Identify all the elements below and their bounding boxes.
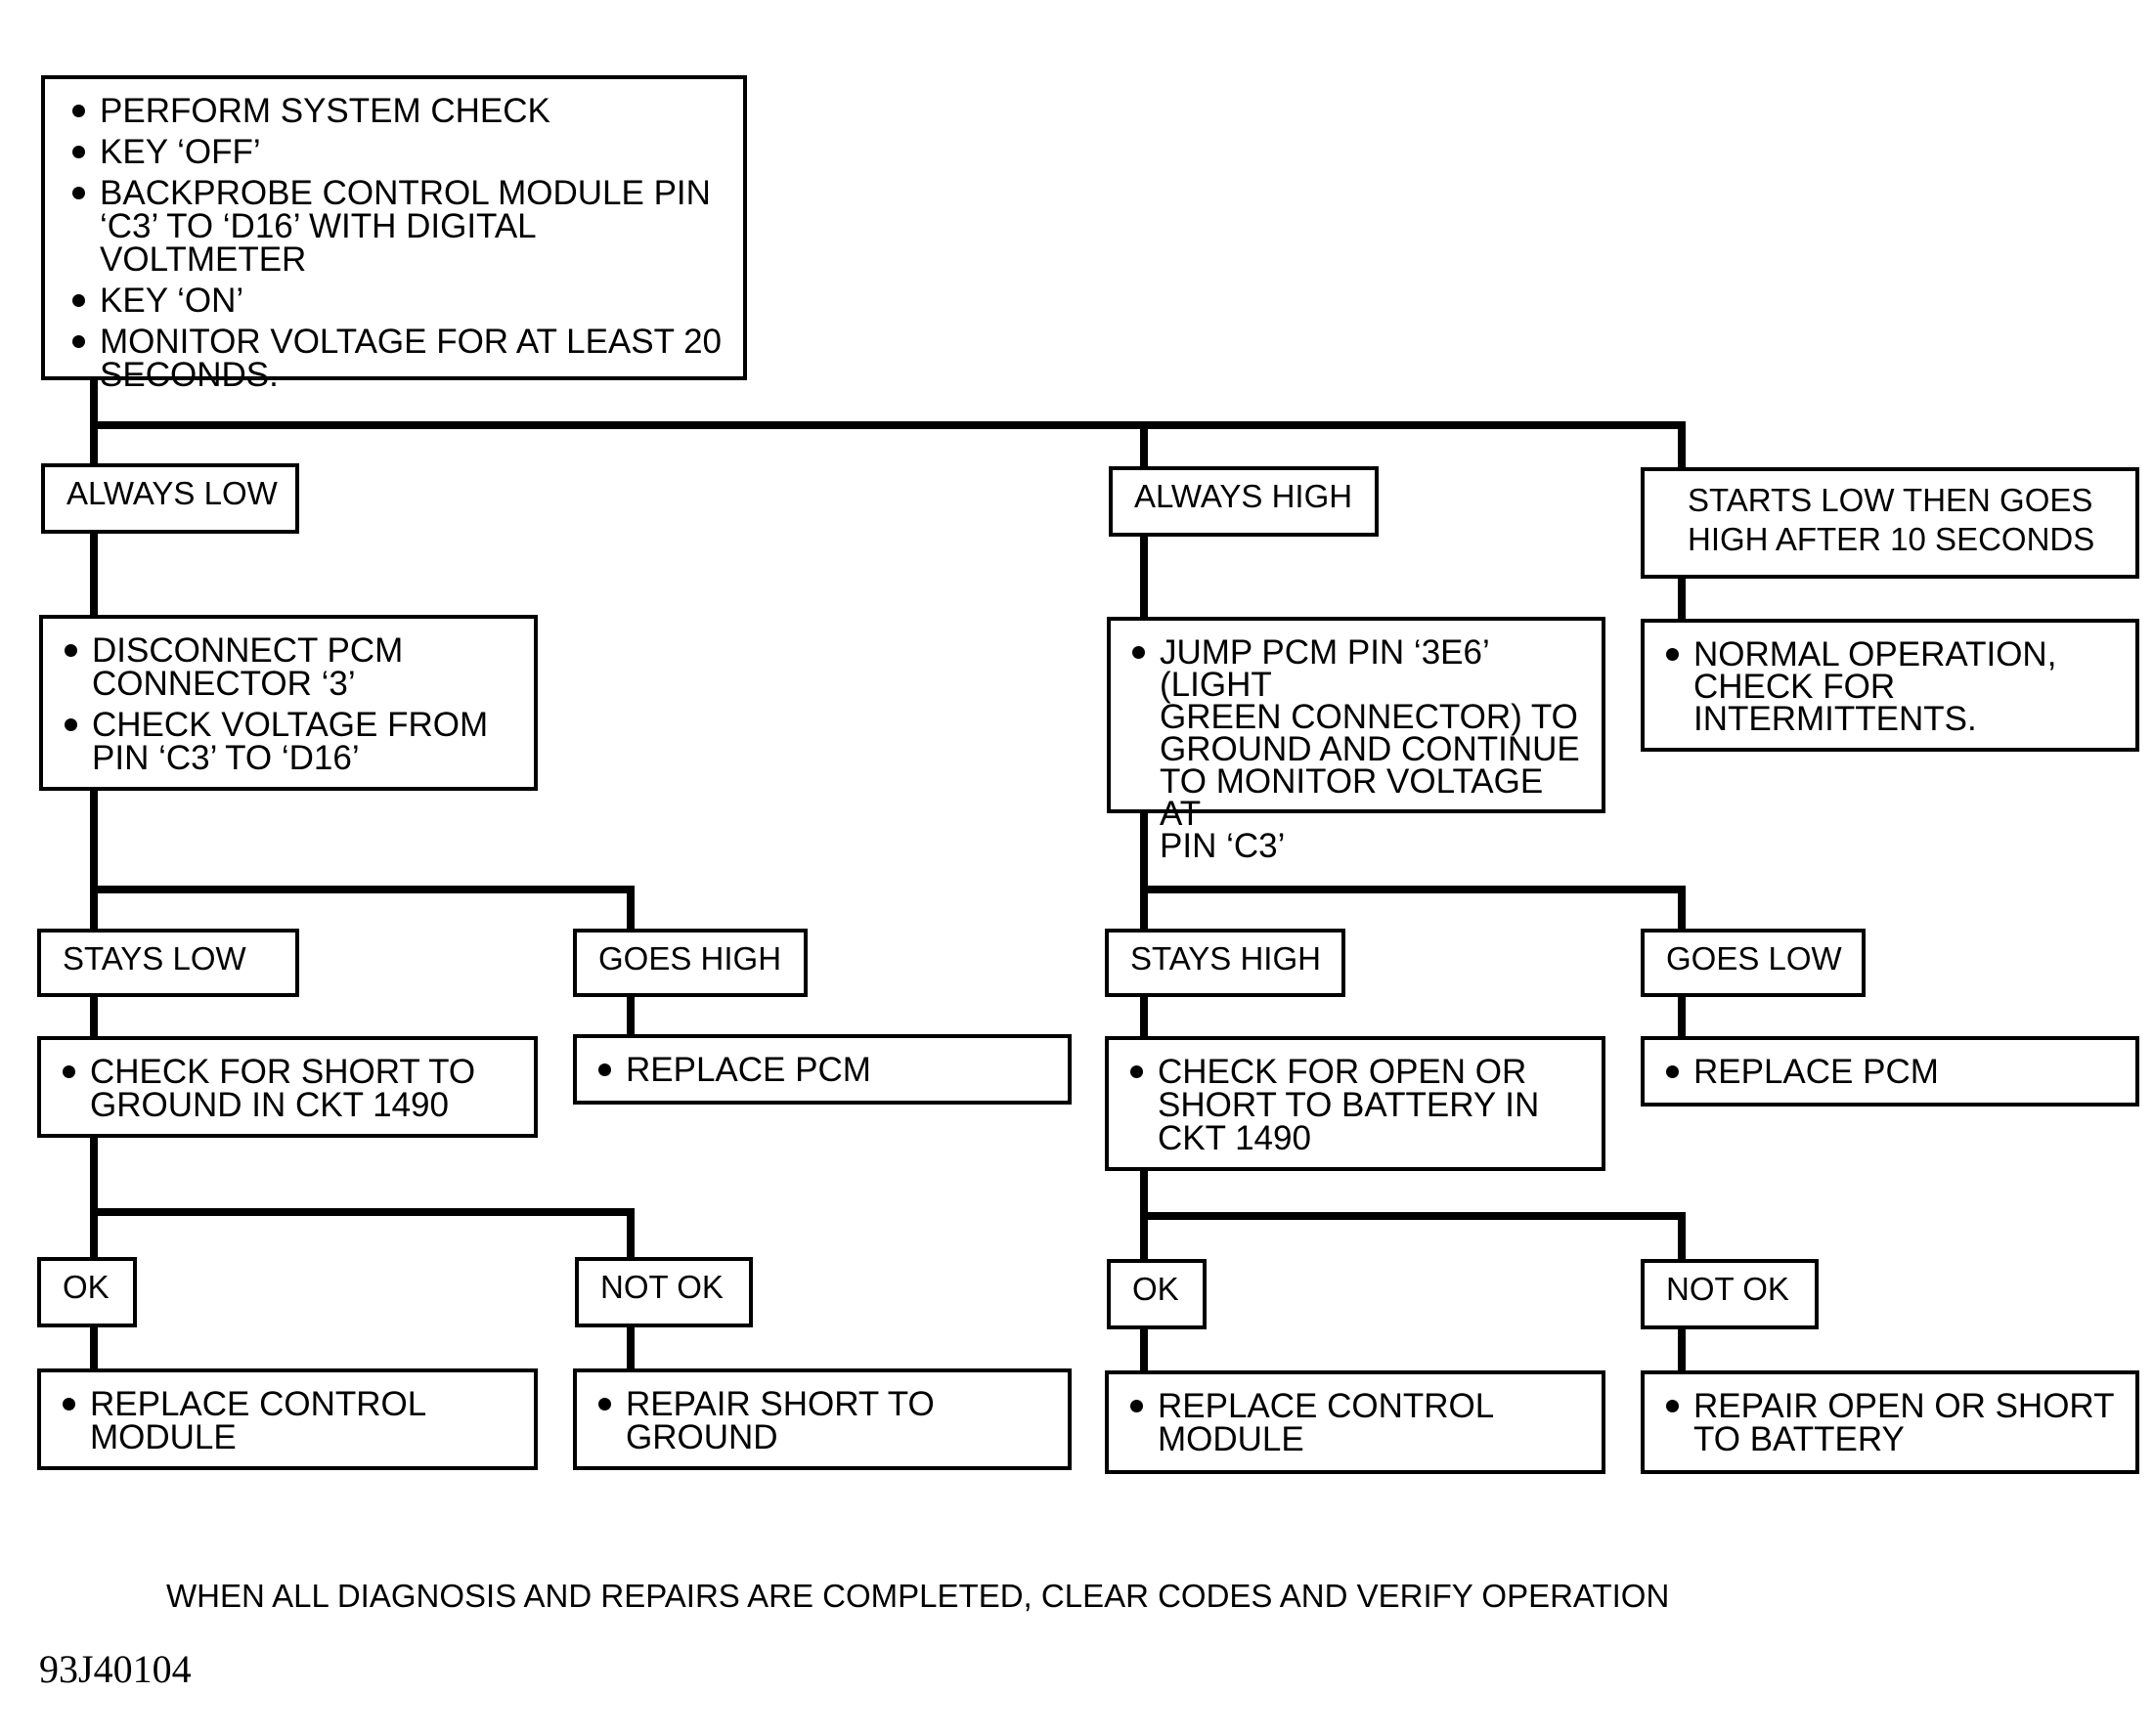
always-high-label: ALWAYS HIGH <box>1109 466 1379 537</box>
goes-low-label: GOES LOW <box>1641 929 1866 997</box>
start-bullet: KEY ‘OFF’ <box>68 135 733 169</box>
starts-low-step-box: NORMAL OPERATION, CHECK FOR INTERMITTENT… <box>1641 619 2139 752</box>
step-bullet: REPLACE CONTROL MODULE <box>59 1387 524 1454</box>
right-ok-label: OK <box>1107 1259 1207 1329</box>
right-not-ok-label: NOT OK <box>1641 1259 1819 1329</box>
step-bullet: NORMAL OPERATION, CHECK FOR INTERMITTENT… <box>1662 637 2126 736</box>
step-bullet: DISCONNECT PCM CONNECTOR ‘3’ <box>61 633 524 701</box>
right-ok-step-box: REPLACE CONTROL MODULE <box>1105 1370 1605 1474</box>
left-ok-label: OK <box>37 1257 137 1327</box>
start-box: PERFORM SYSTEM CHECK KEY ‘OFF’ BACKPROBE… <box>41 75 747 392</box>
goes-high-step-box: REPLACE PCM <box>573 1034 1072 1105</box>
step-bullet: JUMP PCM PIN ‘3E6’ (LIGHT GREEN CONNECTO… <box>1128 635 1592 863</box>
start-bullets: PERFORM SYSTEM CHECK KEY ‘OFF’ BACKPROBE… <box>68 94 733 392</box>
step-bullet: REPAIR SHORT TO GROUND <box>594 1387 1058 1454</box>
start-bullet: PERFORM SYSTEM CHECK <box>68 94 733 128</box>
step-bullet: CHECK FOR OPEN OR SHORT TO BATTERY IN CK… <box>1126 1055 1592 1155</box>
always-high-step-box: JUMP PCM PIN ‘3E6’ (LIGHT GREEN CONNECTO… <box>1107 617 1605 863</box>
step-bullet: CHECK VOLTAGE FROM PIN ‘C3’ TO ‘D16’ <box>61 708 524 775</box>
left-not-ok-step-box: REPAIR SHORT TO GROUND <box>573 1368 1072 1470</box>
start-bullet: KEY ‘ON’ <box>68 283 733 318</box>
step-bullet: REPAIR OPEN OR SHORT TO BATTERY <box>1662 1389 2126 1456</box>
step-bullet: REPLACE PCM <box>1662 1055 2126 1089</box>
start-bullet: BACKPROBE CONTROL MODULE PIN ‘C3’ TO ‘D1… <box>68 176 733 277</box>
step-bullet: REPLACE CONTROL MODULE <box>1126 1389 1592 1456</box>
left-ok-step-box: REPLACE CONTROL MODULE <box>37 1368 538 1470</box>
footnote: WHEN ALL DIAGNOSIS AND REPAIRS ARE COMPL… <box>166 1578 1670 1614</box>
start-bullet: MONITOR VOLTAGE FOR AT LEAST 20 SECONDS. <box>68 325 733 392</box>
stays-low-step-box: CHECK FOR SHORT TO GROUND IN CKT 1490 <box>37 1036 538 1138</box>
stays-high-step-box: CHECK FOR OPEN OR SHORT TO BATTERY IN CK… <box>1105 1036 1605 1171</box>
step-bullet: CHECK FOR SHORT TO GROUND IN CKT 1490 <box>59 1055 524 1122</box>
starts-low-label: STARTS LOW THEN GOES HIGH AFTER 10 SECON… <box>1641 467 2139 579</box>
stays-high-label: STAYS HIGH <box>1105 929 1345 997</box>
step-bullet: REPLACE PCM <box>594 1053 1058 1087</box>
goes-low-step-box: REPLACE PCM <box>1641 1036 2139 1107</box>
stays-low-label: STAYS LOW <box>37 929 299 997</box>
always-low-label: ALWAYS LOW <box>41 463 299 534</box>
figure-id: 93J40104 <box>39 1647 192 1691</box>
goes-high-label: GOES HIGH <box>573 929 808 997</box>
left-not-ok-label: NOT OK <box>575 1257 753 1327</box>
always-low-step-box: DISCONNECT PCM CONNECTOR ‘3’ CHECK VOLTA… <box>39 615 538 791</box>
right-not-ok-step-box: REPAIR OPEN OR SHORT TO BATTERY <box>1641 1370 2139 1474</box>
